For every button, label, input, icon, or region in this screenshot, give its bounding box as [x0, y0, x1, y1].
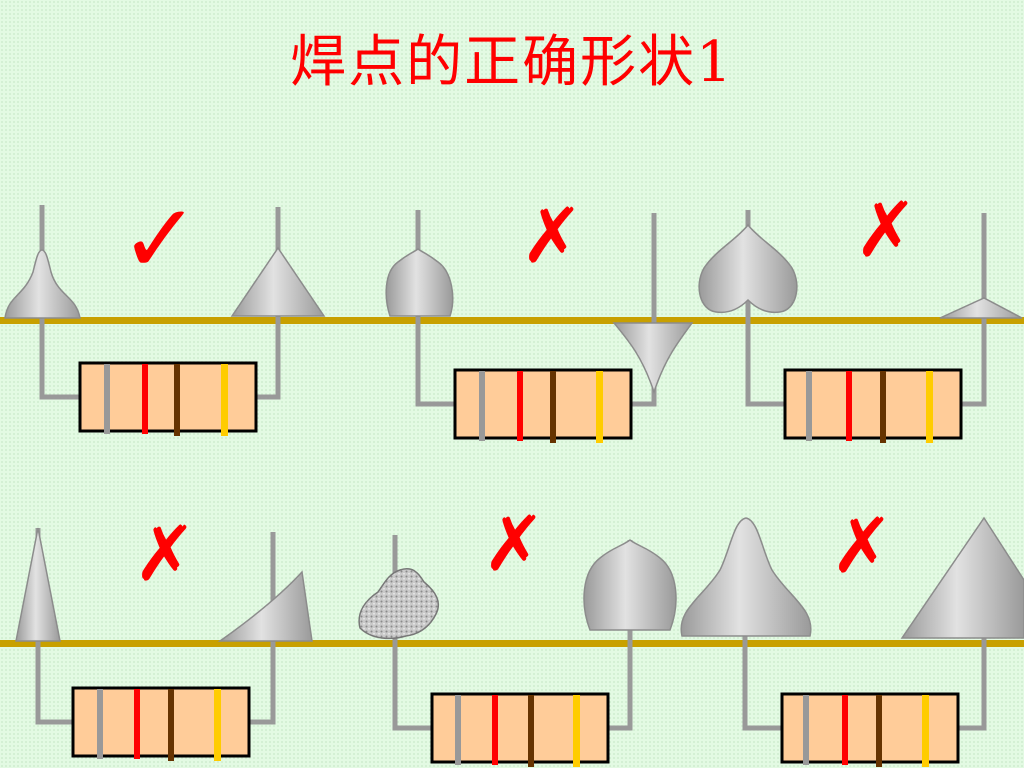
- cross-mark: ✗: [133, 509, 197, 598]
- resistor: [71, 686, 251, 761]
- cross-mark: ✗: [854, 185, 918, 274]
- cross-mark: ✗: [482, 499, 546, 588]
- lead-right: [630, 213, 657, 407]
- example-3-wrong: ✗: [698, 185, 1023, 443]
- lead-right: [249, 532, 276, 725]
- resistor: [453, 368, 633, 443]
- example-6-wrong: ✗: [680, 501, 1024, 767]
- pcb-board-bottom: [0, 640, 1024, 647]
- solder-joint-spike: [15, 527, 61, 642]
- page-title: 焊点的正确形状1: [290, 30, 734, 95]
- resistor: [783, 368, 963, 443]
- example-2-wrong: ✗: [385, 191, 694, 443]
- solder-joint-underside: [612, 322, 694, 395]
- solder-joint-blob: [385, 248, 454, 317]
- solder-joint-peak: [680, 517, 812, 637]
- resistor: [78, 361, 258, 436]
- resistor: [780, 692, 960, 767]
- example-5-wrong: ✗: [358, 499, 677, 767]
- solder-joint-wedge: [217, 570, 313, 642]
- solder-joint-large-cone: [900, 516, 1024, 639]
- solder-joint-concave: [4, 249, 81, 319]
- solder-joint-flat: [939, 297, 1023, 319]
- solder-joint-rough: [358, 568, 440, 640]
- solder-joint-dome: [583, 539, 677, 631]
- lead-right: [958, 600, 987, 731]
- solder-joint-cone: [230, 246, 326, 317]
- cross-mark: ✗: [830, 501, 894, 590]
- resistor: [430, 692, 610, 767]
- example-1-correct: ✓: [4, 183, 326, 436]
- lead-left: [742, 600, 783, 731]
- check-mark: ✓: [120, 183, 200, 295]
- solder-joint-heart: [698, 223, 798, 314]
- cross-mark: ✗: [520, 191, 584, 280]
- example-4-wrong: ✗: [15, 509, 313, 761]
- lead-right: [960, 213, 987, 407]
- pcb-board-top: [0, 317, 1024, 324]
